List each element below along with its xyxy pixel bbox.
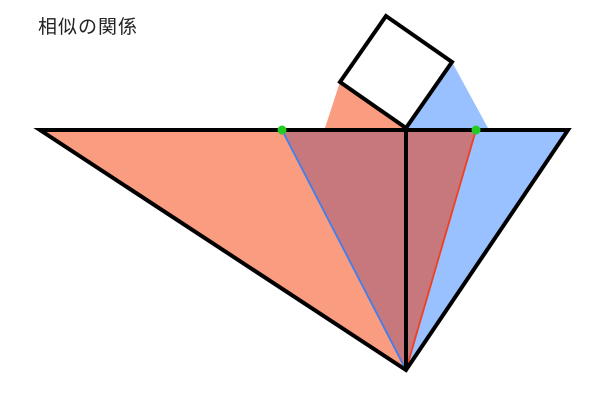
- tilted-square: [337, 13, 455, 131]
- diagram-title: 相似の関係: [38, 16, 139, 38]
- blue-line: [281, 129, 407, 371]
- main-triangle-outline: [33, 128, 572, 373]
- green-point-left: [277, 125, 287, 135]
- upper-blue-triangle: [406, 62, 488, 128]
- red-line: [405, 129, 477, 371]
- upper-salmon-triangle: [325, 82, 406, 128]
- overlap-region: [282, 130, 476, 370]
- green-point-right: [471, 125, 481, 135]
